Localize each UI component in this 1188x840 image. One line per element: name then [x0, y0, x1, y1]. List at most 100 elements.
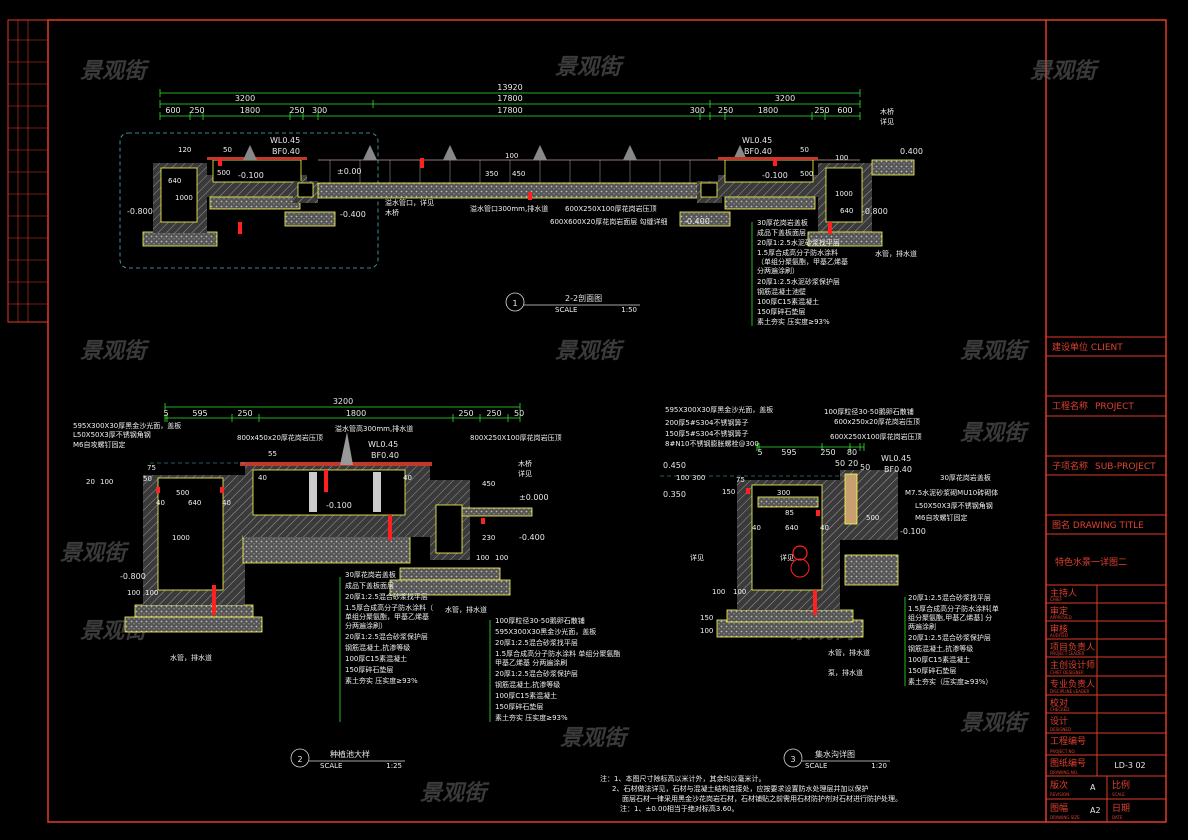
revision-label-en: REVISION [1050, 792, 1069, 797]
material-layer-label: 素土夯实 压实度≥93% [757, 317, 830, 326]
scale-label-en: SCALE [1112, 792, 1125, 797]
title-block-row-label: 设计 [1050, 715, 1068, 727]
material-layer-label: 150厚碎石垫层 [495, 702, 543, 711]
material-layer-label: 20厚1:2.5水泥砂浆保护层 [757, 277, 840, 286]
callout-label: 溢水管口300mm,排水道 [470, 204, 548, 213]
elevation-label: WL0.45 [742, 136, 772, 145]
callout-label: 水管，排水道 [875, 249, 917, 258]
dimension-value: 20 [848, 459, 858, 468]
elevation-label: -0.800 [120, 572, 146, 581]
material-layer-label: 1.5厚合成高分子防水涂料 单组分聚氨酯 [495, 649, 620, 658]
elevation-label: WL0.45 [368, 440, 398, 449]
revision-label: 版次 [1050, 779, 1068, 791]
pedestal-support [309, 472, 317, 512]
dimension-value: 40 [222, 499, 231, 507]
section-marker [528, 192, 532, 200]
watermark-text: 景观街 [960, 421, 1030, 446]
section-title: 种植池大样 [330, 749, 370, 759]
dimension-value: 300 [692, 474, 705, 482]
drain-pipe [792, 545, 808, 561]
material-layer-label: 钢筋混凝土,抗渗等级 [908, 644, 973, 653]
dimension-value: 1000 [835, 190, 853, 198]
material-layer-label: 素土夯实 压实度≥93% [495, 713, 568, 722]
dimension-value: 40 [820, 524, 829, 532]
pedestal-support [373, 472, 381, 512]
dimension-value: 50 [223, 146, 232, 154]
callout-label: 200厚5#S304不锈钢箅子 [665, 418, 748, 427]
dimension-value: 250 [237, 409, 252, 418]
section-marker [212, 585, 216, 615]
material-layer-label: 钢筋混凝土,抗渗等级 [495, 680, 560, 689]
elevation-label: BF0.40 [272, 147, 300, 156]
watermark-text: 景观街 [80, 339, 150, 364]
callout-label: 溢水管高300mm,排水道 [335, 424, 413, 433]
callout-label: 595X300X30厚黑金沙光面，盖板 [73, 421, 181, 430]
title-block-row-label-en: CHIEF [1050, 597, 1063, 602]
material-layer-label: 20厚1:2.5水泥砂浆找平层 [757, 238, 840, 247]
dimension-value: 85 [785, 509, 794, 517]
title-block-row-value: LD-3 02 [1114, 761, 1145, 770]
dimension-value: 100 [835, 154, 848, 162]
watermark-text: 景观街 [1030, 59, 1100, 84]
title-block [1046, 336, 1166, 822]
rock-feature [363, 145, 377, 160]
rock-feature [340, 432, 353, 465]
title-block-row-label: 校对 [1050, 697, 1068, 709]
client-label: 建设单位 CLIENT [1052, 341, 1123, 353]
section-2-drawing [124, 432, 533, 633]
dimension-value: 40 [752, 524, 761, 532]
dimension-value: 450 [512, 170, 525, 178]
dimension-value: 250 [814, 106, 829, 115]
rock-feature [243, 145, 257, 160]
title-block-row-label: 主创设计师 [1050, 659, 1095, 671]
title-block-row-label-en: PROJECT LEADER [1050, 651, 1085, 656]
elevation-label: ±0.00 [337, 167, 362, 176]
material-layer-label: 两遍涂刷 [908, 622, 936, 631]
section-marker [420, 158, 424, 168]
elevation-label: WL0.45 [270, 136, 300, 145]
dimension-value: 40 [403, 474, 412, 482]
watermark-text: 景观街 [420, 781, 490, 806]
dimension-value: 600 [165, 106, 180, 115]
callout-label: 600X250X100厚花岗岩压顶 [830, 432, 922, 441]
footing [389, 579, 511, 596]
dimension-value: 595 [781, 448, 796, 457]
dimension-value: 5 [163, 409, 168, 418]
footing [134, 604, 254, 618]
section-marker [773, 158, 777, 166]
rock-feature [533, 145, 547, 160]
footing [716, 619, 864, 638]
callout-label: 泵，排水道 [828, 668, 863, 677]
dimension-value: 55 [268, 450, 277, 458]
callout-label: 600x250x20厚花岗岩压顶 [834, 417, 920, 426]
section-marker [481, 518, 485, 524]
material-layer-label: 100厚C15素混凝土 [908, 655, 970, 664]
deck-slab [317, 182, 699, 199]
dimension-value: 3200 [235, 94, 255, 103]
material-layer-label: 组分聚氨酯,甲基乙烯基] 分 [908, 613, 992, 622]
callout-label: 600X250X100厚花岗岩压顶 [565, 204, 657, 213]
dimension-value: 100 [733, 588, 746, 596]
drain [435, 504, 463, 554]
dimension-value: 100 [100, 478, 113, 486]
callout-label: 800x450x20厚花岗岩压顶 [237, 433, 323, 442]
material-layer-label: 钢筋混凝土池壁 [757, 287, 806, 296]
material-layer-label: 20厚1:2.5混合砂浆保护层 [345, 632, 428, 641]
title-block-row-label: 工程编号 [1050, 735, 1086, 747]
material-layer-label: 150厚碎石垫层 [345, 665, 393, 674]
pit-interior [297, 182, 314, 198]
detail-boundary [119, 132, 379, 269]
date-label: 日期 [1112, 803, 1130, 814]
watermark-text: 景观街 [560, 726, 630, 751]
ground-slab [461, 507, 533, 517]
callout-label: 木桥 [880, 107, 894, 116]
scale-label: SCALE [555, 306, 577, 314]
callout-label: 木桥 [385, 208, 399, 217]
title-block-row-label: 审核 [1050, 623, 1068, 635]
section-marker [238, 222, 242, 234]
elevation-label: -0.100 [762, 171, 788, 180]
dimension-value: 1800 [346, 409, 366, 418]
title-block-row-label: 图纸编号 [1050, 757, 1086, 769]
elevation-label: -0.100 [238, 171, 264, 180]
